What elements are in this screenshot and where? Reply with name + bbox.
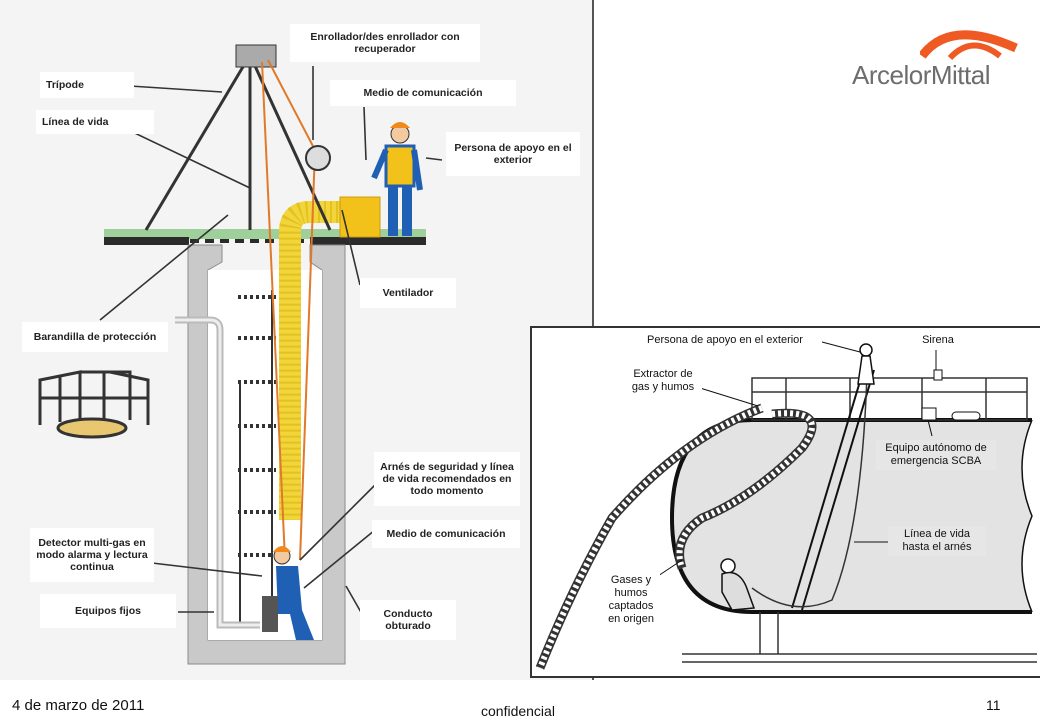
rlabel-siren: Sirena: [916, 334, 960, 347]
rlabel-extractor: Extractor de gas y humos: [624, 368, 702, 394]
footer-confidential: confidencial: [481, 703, 555, 719]
label-tripod-text: Trípode: [46, 79, 84, 91]
label-comm-top: Medio de comunicación: [330, 80, 516, 106]
rlabel-lifeline: Línea de vida hasta el arnés: [888, 526, 986, 556]
rlabel-scba: Equipo autónomo de emergencia SCBA: [876, 440, 996, 470]
brand-logo: ArcelorMittal: [848, 20, 1028, 90]
label-comm-top-text: Medio de comunicación: [363, 87, 483, 99]
label-guardrail-text: Barandilla de protección: [33, 331, 157, 343]
footer-date: 4 de marzo de 2011: [12, 697, 145, 714]
label-comm-bottom: Medio de comunicación: [372, 520, 520, 548]
label-support-person-text: Persona de apoyo en el exterior: [454, 142, 572, 166]
label-support-person: Persona de apoyo en el exterior: [446, 132, 580, 176]
label-fixed-equipment: Equipos fijos: [40, 594, 176, 628]
confined-space-diagram: Enrollador/des enrollador con recuperado…: [0, 0, 594, 680]
confined-space-illustration: [38, 44, 443, 665]
rlabel-support-person: Persona de apoyo en el exterior: [628, 334, 822, 347]
label-rewinder-text: Enrollador/des enrollador con recuperado…: [310, 31, 460, 55]
brand-wordmark: ArcelorMittal: [852, 60, 990, 90]
label-lifeline-text: Línea de vida: [42, 116, 109, 128]
label-rewinder: Enrollador/des enrollador con recuperado…: [290, 24, 480, 62]
footer-page-number: 11: [986, 697, 1001, 713]
label-lifeline: Línea de vida: [36, 110, 154, 134]
label-fixed-equipment-text: Equipos fijos: [75, 605, 141, 617]
label-gas-detector-text: Detector multi-gas en modo alarma y lect…: [36, 537, 148, 573]
arcelormittal-arc-icon: [920, 30, 1018, 60]
label-tripod: Trípode: [40, 72, 134, 98]
label-fan-text: Ventilador: [382, 287, 434, 299]
label-sealed-duct-text: Conducto obturado: [383, 608, 433, 632]
label-harness: Arnés de seguridad y línea de vida recom…: [374, 452, 520, 506]
tank-entry-diagram: Persona de apoyo en el exterior Sirena E…: [530, 326, 1040, 678]
label-fan: Ventilador: [360, 278, 456, 308]
label-harness-text: Arnés de seguridad y línea de vida recom…: [380, 461, 514, 497]
rlabel-gases: Gases y humos captados en origen: [602, 574, 660, 626]
label-gas-detector: Detector multi-gas en modo alarma y lect…: [30, 528, 154, 582]
label-sealed-duct: Conducto obturado: [360, 600, 456, 640]
label-comm-bottom-text: Medio de comunicación: [386, 528, 506, 540]
label-guardrail: Barandilla de protección: [22, 322, 168, 352]
